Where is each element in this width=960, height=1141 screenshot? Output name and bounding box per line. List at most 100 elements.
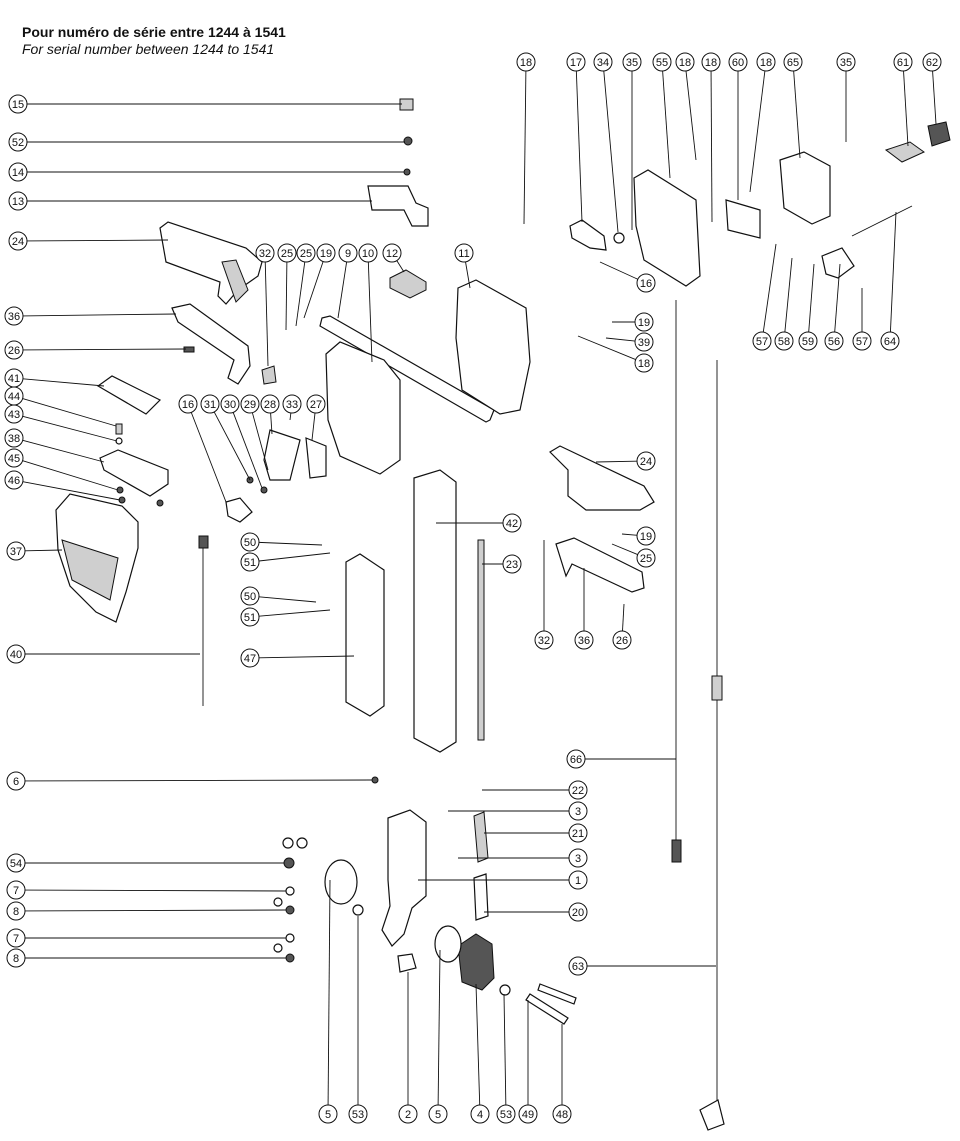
callout-15: 15 — [8, 94, 28, 114]
callout-number: 56 — [828, 336, 840, 348]
callout-number: 7 — [13, 885, 19, 897]
callout-number: 38 — [8, 433, 20, 445]
callout-number: 24 — [12, 236, 24, 248]
part-37-housing-window — [61, 539, 119, 601]
callout-number: 7 — [13, 933, 19, 945]
callout-number: 40 — [10, 649, 22, 661]
part-13-lever — [367, 185, 429, 227]
callout-7: 7 — [6, 880, 26, 900]
leader-line-17 — [575, 70, 583, 223]
callout-65: 65 — [783, 52, 803, 72]
callout-number: 36 — [578, 635, 590, 647]
part-27-bracket — [305, 437, 327, 479]
callout-19: 19 — [634, 312, 654, 332]
leader-line-50 — [258, 541, 323, 546]
callout-8: 8 — [6, 948, 26, 968]
callout-number: 41 — [8, 373, 20, 385]
part-34-washer — [613, 232, 625, 244]
callout-number: 21 — [572, 828, 584, 840]
callout-number: 11 — [458, 248, 469, 260]
leader-line-57 — [762, 243, 777, 333]
callout-circle — [200, 394, 220, 414]
part-5-ring — [324, 859, 358, 905]
leader-line-31 — [213, 411, 251, 481]
part-48-screw — [537, 983, 577, 1005]
part-26-screw — [183, 346, 195, 353]
callout-circle — [634, 353, 654, 373]
callout-number: 55 — [656, 57, 668, 69]
callout-number: 4 — [477, 1109, 483, 1121]
callout-44: 44 — [4, 386, 24, 406]
callout-number: 57 — [856, 336, 868, 348]
callout-circle — [701, 52, 721, 72]
callout-circle — [6, 771, 26, 791]
callout-number: 33 — [286, 399, 298, 411]
callout-number: 36 — [8, 311, 20, 323]
callout-number: 59 — [802, 336, 814, 348]
leader-line-51 — [258, 609, 331, 617]
leader-lines — [22, 70, 937, 1106]
callout-7: 7 — [6, 928, 26, 948]
callout-circle — [798, 331, 818, 351]
leader-line-50 — [258, 596, 317, 603]
callout-circle — [282, 394, 302, 414]
callout-number: 62 — [926, 57, 938, 69]
callout-circle — [593, 52, 613, 72]
callout-circle — [240, 394, 260, 414]
callout-circle — [568, 956, 588, 976]
part-8-nut-b — [285, 905, 295, 915]
leader-line-5 — [437, 949, 441, 1106]
part-7-nut-b — [285, 933, 295, 943]
leader-line-30 — [232, 412, 263, 489]
callout-19: 19 — [316, 243, 336, 263]
callout-number: 3 — [575, 806, 581, 818]
callout-18: 18 — [756, 52, 776, 72]
callout-number: 44 — [8, 391, 20, 403]
callout-circle — [255, 243, 275, 263]
part-42-column — [413, 469, 457, 753]
callout-number: 32 — [538, 635, 550, 647]
leader-line-34 — [603, 70, 619, 233]
leader-line-6 — [24, 779, 373, 782]
callout-circle — [880, 331, 900, 351]
leader-line-25 — [285, 261, 288, 331]
callout-circle — [893, 52, 913, 72]
leader-line-7 — [24, 889, 287, 892]
callout-number: 35 — [840, 57, 852, 69]
callout-number: 2 — [405, 1109, 411, 1121]
part-54-plug — [282, 837, 294, 849]
callout-57: 57 — [752, 331, 772, 351]
callout-number: 47 — [244, 653, 256, 665]
leader-line-18 — [749, 70, 766, 193]
part-44-screw — [115, 423, 123, 435]
part-56-housing — [821, 247, 855, 279]
leader-line-9 — [337, 261, 348, 319]
leader-line-16 — [190, 412, 227, 503]
callout-circle — [4, 448, 24, 468]
callout-number: 43 — [8, 409, 20, 421]
callout-circle — [454, 243, 474, 263]
callout-number: 5 — [435, 1109, 441, 1121]
callout-60: 60 — [728, 52, 748, 72]
callout-number: 25 — [300, 248, 312, 260]
callout-circle — [566, 749, 586, 769]
callout-circle — [240, 607, 260, 627]
part-54-plug-c — [283, 857, 295, 869]
leader-line-53 — [503, 993, 507, 1106]
part-38-circuit-board — [99, 449, 169, 497]
callout-18: 18 — [634, 353, 654, 373]
callout-number: 31 — [204, 399, 216, 411]
callout-circle — [428, 1104, 448, 1124]
callout-circle — [8, 162, 28, 182]
callout-number: 52 — [12, 137, 24, 149]
callout-12: 12 — [382, 243, 402, 263]
callout-circle — [568, 902, 588, 922]
callout-number: 22 — [572, 785, 584, 797]
callout-25: 25 — [296, 243, 316, 263]
callout-27: 27 — [306, 394, 326, 414]
part-63-plug — [699, 1099, 725, 1131]
callout-28: 28 — [260, 394, 280, 414]
callout-number: 29 — [244, 399, 256, 411]
